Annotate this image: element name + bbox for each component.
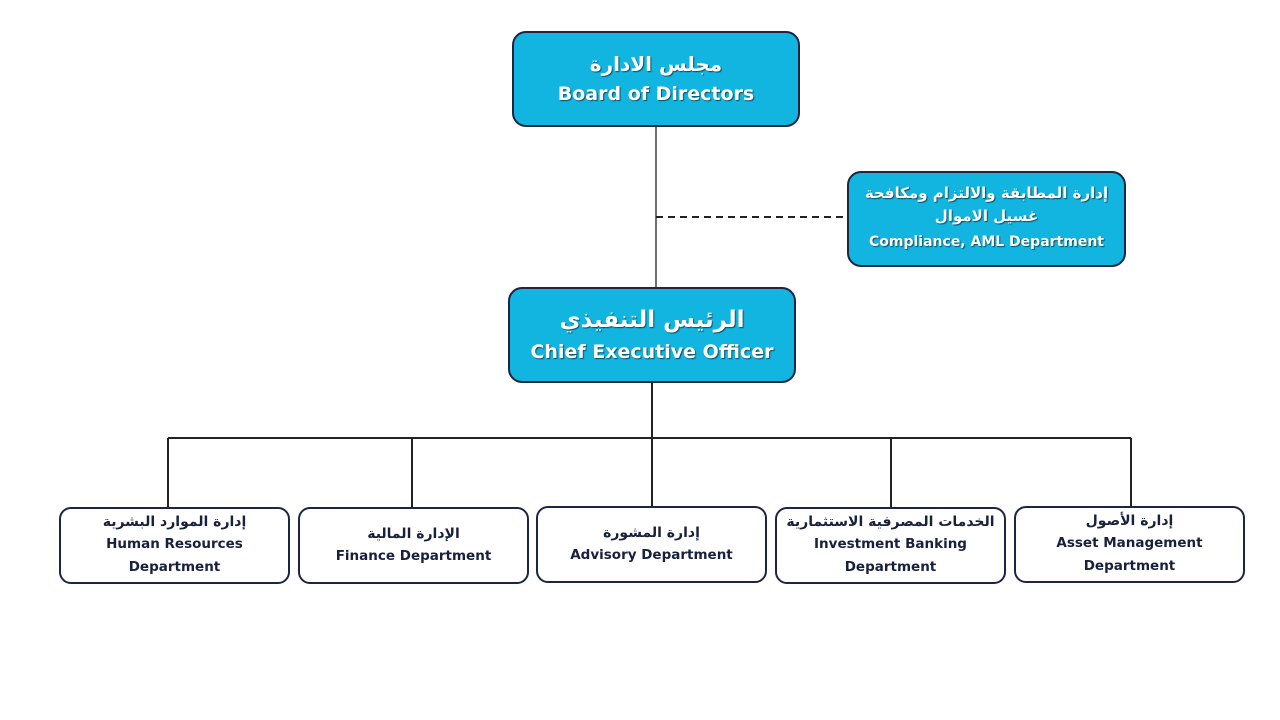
compliance-title-arabic: إدارة المطابقة والالتزام ومكافحة غسيل ال… (864, 184, 1109, 225)
ceo-title-english: Chief Executive Officer (530, 341, 774, 363)
department-title-arabic: الخدمات المصرفية الاستثمارية (786, 514, 995, 530)
ceo-box: الرئيس التنفيذي Chief Executive Officer (508, 287, 796, 383)
board-title-arabic: مجلس الادارة (589, 52, 723, 76)
department-title-english: Advisory Department (570, 546, 733, 563)
department-title-arabic: إدارة المشورة (603, 524, 700, 541)
board-title-english: Board of Directors (557, 83, 755, 105)
department-box-advisory: إدارة المشورة Advisory Department (536, 506, 767, 583)
department-box-hr: إدارة الموارد البشرية Human Resources De… (59, 507, 290, 584)
department-title-english: Asset Management Department (1056, 535, 1203, 574)
department-box-investment-banking: الخدمات المصرفية الاستثمارية Investment … (775, 507, 1006, 584)
department-title-english: Finance Department (335, 547, 492, 564)
department-title-arabic: الإدارة المالية (367, 525, 460, 542)
board-of-directors-box: مجلس الادارة Board of Directors (512, 31, 800, 127)
department-title-arabic: إدارة الموارد البشرية (102, 514, 247, 530)
department-title-arabic: إدارة الأصول (1085, 513, 1174, 529)
department-box-finance: الإدارة المالية Finance Department (298, 507, 529, 584)
ceo-title-arabic: الرئيس التنفيذي (559, 307, 745, 333)
compliance-title-english: Compliance, AML Department (869, 234, 1104, 250)
department-title-english: Investment Banking Department (814, 536, 967, 575)
department-title-english: Human Resources Department (106, 536, 243, 575)
compliance-aml-box: إدارة المطابقة والالتزام ومكافحة غسيل ال… (847, 171, 1126, 267)
department-box-asset-management: إدارة الأصول Asset Management Department (1014, 506, 1245, 583)
